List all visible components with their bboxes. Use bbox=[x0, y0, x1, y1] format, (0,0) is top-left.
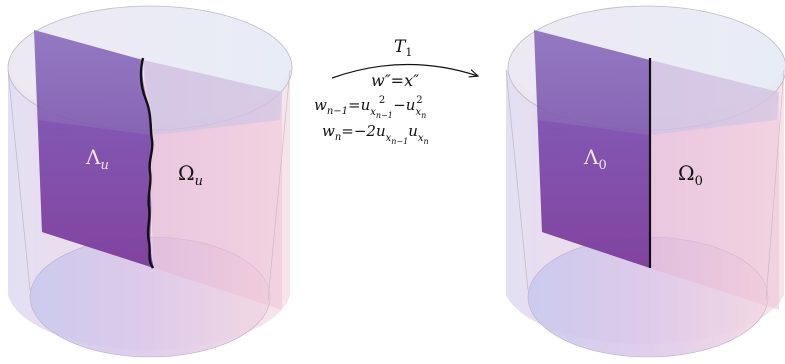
transform-name: T1 bbox=[394, 37, 412, 59]
right-cylinder-left-edge bbox=[505, 69, 529, 291]
left-omega-top bbox=[143, 60, 282, 135]
left-boundary-curve bbox=[139, 57, 155, 269]
left-cylinder: Λu Ωu bbox=[7, 5, 293, 358]
left-omega-label: Ωu bbox=[178, 161, 203, 189]
left-cylinder-right-edge bbox=[267, 69, 291, 301]
right-cylinder: Λ0 Ω0 bbox=[505, 5, 785, 358]
transform-eq-3: wn=−2uxn−1uxn bbox=[322, 122, 429, 146]
left-cylinder-left-edge bbox=[7, 69, 31, 291]
transform-mapping: T1 w″=x″ wn−1=uxn−12−uxn2 wn=−2uxn−1uxn bbox=[314, 37, 478, 146]
left-lambda-label: Λu bbox=[85, 145, 109, 173]
right-cylinder-right-edge bbox=[765, 69, 785, 301]
right-lambda-label: Λ0 bbox=[583, 145, 607, 173]
transform-eq-1: w″=x″ bbox=[371, 71, 419, 90]
transform-arrow bbox=[331, 63, 478, 79]
left-lambda-plane-lower bbox=[38, 120, 154, 268]
right-lambda-plane-lower bbox=[538, 120, 650, 268]
right-omega-top bbox=[650, 60, 779, 135]
transform-eq-2: wn−1=uxn−12−uxn2 bbox=[314, 95, 426, 120]
right-omega-label: Ω0 bbox=[678, 161, 703, 189]
